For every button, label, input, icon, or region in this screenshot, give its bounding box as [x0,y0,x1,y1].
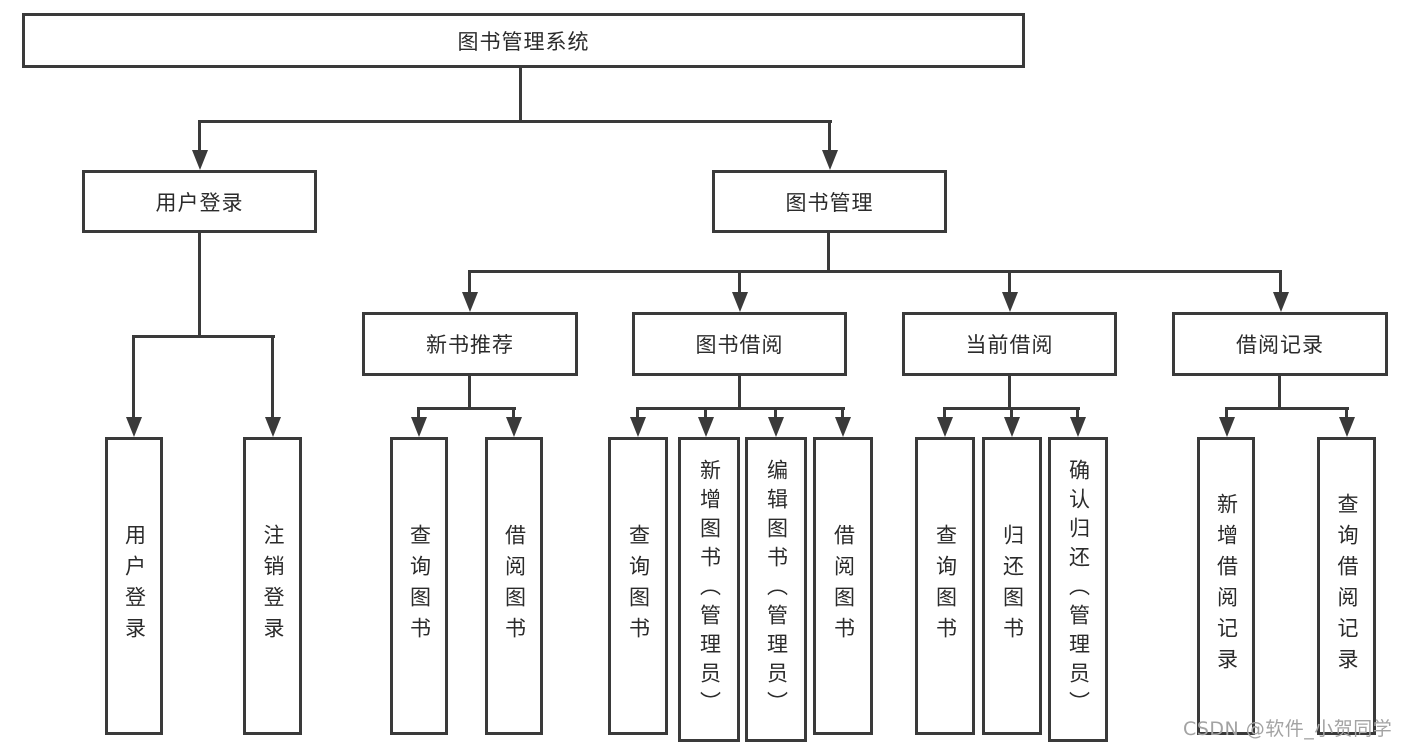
connector [841,407,844,421]
connector [512,407,515,421]
connector [704,407,707,421]
node-current-borrow: 当前借阅 [902,312,1117,376]
connector [417,407,420,421]
arrowhead-icon [1339,417,1355,437]
arrowhead-icon [462,292,478,312]
connector [738,270,741,294]
leaf-query-book-current: 查询图书 [915,437,975,735]
node-new-book-recommend: 新书推荐 [362,312,578,376]
arrowhead-icon [411,417,427,437]
arrowhead-icon [1002,292,1018,312]
leaf-logout-login-label: 注销登录 [261,524,285,648]
leaf-user-login-label: 用户登录 [122,524,147,648]
leaf-borrow-book: 借阅图书 [813,437,873,735]
arrowhead-icon [732,292,748,312]
connector [519,66,522,122]
connector [1225,407,1349,410]
leaf-query-book-recommend: 查询图书 [390,437,448,735]
connector [132,335,275,338]
connector [827,233,830,272]
arrowhead-icon [1219,417,1235,437]
connector [468,270,1282,273]
root-label: 图书管理系统 [457,29,590,54]
arrowhead-icon [698,417,714,437]
leaf-query-book-borrow: 查询图书 [608,437,668,735]
leaf-return-book-label: 归还图书 [1000,524,1025,648]
branch-user-login: 用户登录 [82,170,317,233]
branch-book-management-label: 图书管理 [785,190,874,215]
leaf-return-book: 归还图书 [982,437,1042,735]
arrowhead-icon [1070,417,1086,437]
connector [738,376,741,409]
connector [828,120,831,152]
connector [943,407,946,421]
arrowhead-icon [937,417,953,437]
connector [468,270,471,294]
arrowhead-icon [265,417,281,437]
node-borrow-records: 借阅记录 [1172,312,1388,376]
branch-book-management: 图书管理 [712,170,947,233]
leaf-query-book-recommend-label: 查询图书 [407,524,432,648]
arrowhead-icon [822,150,838,170]
arrowhead-icon [126,417,142,437]
connector [1008,270,1011,294]
connector [132,335,135,419]
leaf-edit-book-admin: 编辑图书（管理员） [745,437,807,742]
arrowhead-icon [630,417,646,437]
leaf-edit-book-admin-label: 编辑图书（管理员） [764,459,789,720]
node-book-borrow: 图书借阅 [632,312,847,376]
leaf-add-book-admin-label: 新增图书（管理员） [697,459,722,720]
leaf-add-borrow-record: 新增借阅记录 [1197,437,1255,735]
leaf-logout-login: 注销登录 [243,437,302,735]
leaf-confirm-return-admin-label: 确认归还（管理员） [1066,459,1091,720]
node-borrow-records-label: 借阅记录 [1236,333,1324,357]
node-book-borrow-label: 图书借阅 [695,333,784,357]
leaf-add-book-admin: 新增图书（管理员） [678,437,740,742]
connector [636,407,845,410]
leaf-query-borrow-record: 查询借阅记录 [1317,437,1376,735]
connector [271,335,274,419]
leaf-user-login: 用户登录 [105,437,163,735]
connector [198,120,832,123]
branch-user-login-label: 用户登录 [155,190,244,215]
connector [1278,376,1281,409]
connector [1279,270,1282,294]
connector [1225,407,1228,421]
connector [774,407,777,421]
leaf-borrow-book-recommend-label: 借阅图书 [502,524,527,648]
csdn-watermark: CSDN @软件_小贺同学 [1183,718,1393,740]
connector [1076,407,1079,421]
connector [1010,407,1013,421]
connector [198,233,201,337]
connector [198,120,201,152]
arrowhead-icon [1273,292,1289,312]
node-current-borrow-label: 当前借阅 [965,333,1054,357]
node-new-book-recommend-label: 新书推荐 [426,333,514,357]
arrowhead-icon [835,417,851,437]
connector [417,407,516,410]
arrowhead-icon [192,150,208,170]
arrowhead-icon [1004,417,1020,437]
leaf-query-borrow-record-label: 查询借阅记录 [1335,493,1359,679]
connector [468,376,471,409]
leaf-add-borrow-record-label: 新增借阅记录 [1214,493,1239,679]
leaf-query-book-current-label: 查询图书 [933,524,958,648]
connector [1345,407,1348,421]
arrowhead-icon [506,417,522,437]
connector [636,407,639,421]
root-box-library-system: 图书管理系统 [22,13,1025,68]
arrowhead-icon [768,417,784,437]
leaf-confirm-return-admin: 确认归还（管理员） [1048,437,1108,742]
leaf-borrow-book-recommend: 借阅图书 [485,437,543,735]
connector [1008,376,1011,409]
leaf-borrow-book-label: 借阅图书 [831,524,856,648]
leaf-query-book-borrow-label: 查询图书 [626,524,651,648]
